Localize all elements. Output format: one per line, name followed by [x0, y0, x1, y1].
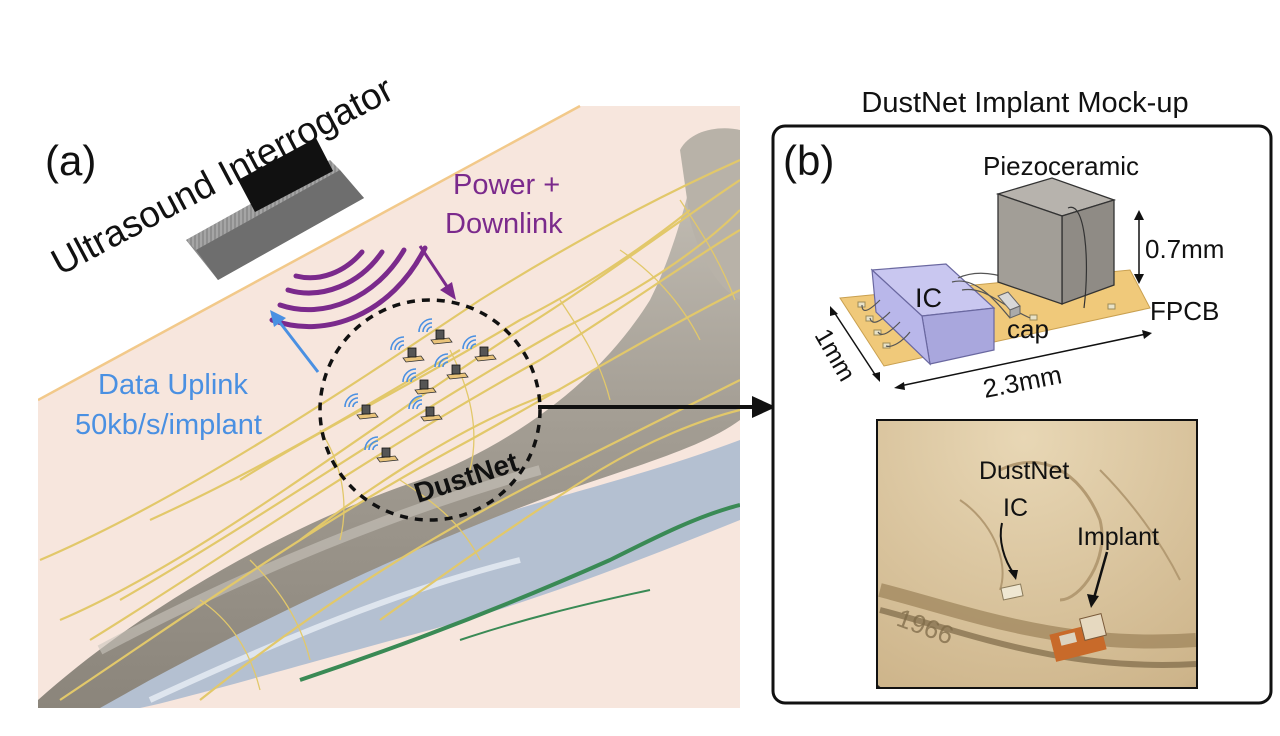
implant-mote: [434, 353, 469, 380]
implant-mote: [364, 436, 399, 463]
height-dimension: [1134, 210, 1144, 284]
mote-signal-arc: [418, 318, 433, 333]
power-arrow: [418, 245, 456, 300]
ic-label: IC: [915, 283, 942, 313]
mote-signal-arc: [352, 401, 359, 408]
bone-shade: [97, 465, 542, 655]
mote-signal-arc: [470, 343, 477, 350]
photo-implant: [1049, 613, 1107, 662]
coin-rim: [878, 583, 1196, 649]
photo-ic: [1000, 583, 1024, 601]
mote-signal-arc: [394, 340, 405, 351]
panel-a-label: (a): [45, 137, 96, 184]
bone-head: [680, 128, 740, 300]
panel-a: Ultrasound Interrogator (a) Power + Down…: [38, 68, 776, 708]
mote-signal-arc: [412, 399, 423, 410]
anatomy-illustration: [38, 104, 740, 708]
width-dimension: [830, 306, 880, 382]
length-dimension: [894, 330, 1152, 390]
piezoceramic: [995, 177, 1117, 309]
uplink-arrow: [270, 310, 320, 373]
ultrasound-waves: [269, 245, 428, 330]
photo-label-ic: IC: [1003, 494, 1028, 522]
artery: [299, 503, 740, 682]
mote-signal-arc: [466, 339, 477, 350]
uplink-label-line2: 50kb/s/implant: [75, 409, 262, 441]
fpcb-label: FPCB: [1150, 296, 1219, 326]
vein: [80, 440, 740, 708]
mote-signal-arc: [410, 376, 417, 383]
power-label-line1: Power +: [453, 169, 560, 201]
nerve-bundle: [39, 158, 740, 701]
mote-signal-arc: [438, 357, 449, 368]
power-label-line2: Downlink: [445, 208, 563, 240]
implant-mote: [462, 335, 497, 362]
capacitor: [997, 291, 1021, 319]
mote-signal-arc: [398, 344, 405, 351]
transducer-handle: [238, 138, 333, 212]
panel-b-label: (b): [783, 137, 834, 184]
implant-mote: [408, 395, 443, 422]
mote-signal-arc: [368, 440, 379, 451]
panel-b-title: DustNet Implant Mock-up: [861, 87, 1188, 119]
dustnet-boundary: [318, 298, 542, 522]
implant-motes: [344, 318, 497, 463]
photo-implant-pointer: [1087, 551, 1109, 608]
implant-mote: [402, 368, 437, 395]
mote-signal-arc: [344, 393, 359, 408]
bond-wires: [861, 272, 1031, 347]
mote-signal-arc: [422, 322, 433, 333]
height-dimension-label: 0.7mm: [1145, 234, 1224, 264]
implant-mote: [344, 393, 379, 420]
panel-b: DustNet Implant Mock-up (b): [771, 87, 1273, 705]
mote-signal-arc: [426, 326, 433, 333]
uplink-label-line1: Data Uplink: [98, 369, 248, 401]
mote-signal-arc: [408, 395, 423, 410]
cap-label: cap: [1007, 314, 1049, 344]
connector-arrow: [538, 396, 776, 418]
fpcb-pads: [857, 301, 1116, 349]
mote-signal-arc: [372, 444, 379, 451]
mote-signal-arc: [462, 335, 477, 350]
artery-branch: [459, 589, 651, 641]
ultrasound-interrogator: [186, 138, 364, 280]
implant-mote: [390, 336, 425, 363]
mote-signal-arc: [390, 336, 405, 351]
mote-signal-arc: [442, 361, 449, 368]
implant-mote: [418, 318, 453, 345]
mote-signal-arc: [364, 436, 379, 451]
mote-signal-arc: [406, 372, 417, 383]
piezo-label: Piezoceramic: [983, 151, 1139, 181]
transducer-bottom: [196, 170, 364, 280]
nerve-branches: [199, 199, 736, 691]
photo-ic-pointer: [999, 522, 1018, 580]
implant-photo: 1966 DustNet IC Implant: [876, 419, 1198, 689]
vein-highlight: [148, 557, 521, 703]
mote-signal-arc: [434, 353, 449, 368]
photo-label-dustnet: DustNet: [979, 457, 1069, 485]
mote-signal-arc: [348, 397, 359, 408]
mote-signal-arc: [402, 368, 417, 383]
ic-chip: [870, 263, 996, 366]
photo-label-implant: Implant: [1077, 523, 1159, 551]
mote-signal-arc: [416, 403, 423, 410]
skin-line: [38, 104, 581, 402]
